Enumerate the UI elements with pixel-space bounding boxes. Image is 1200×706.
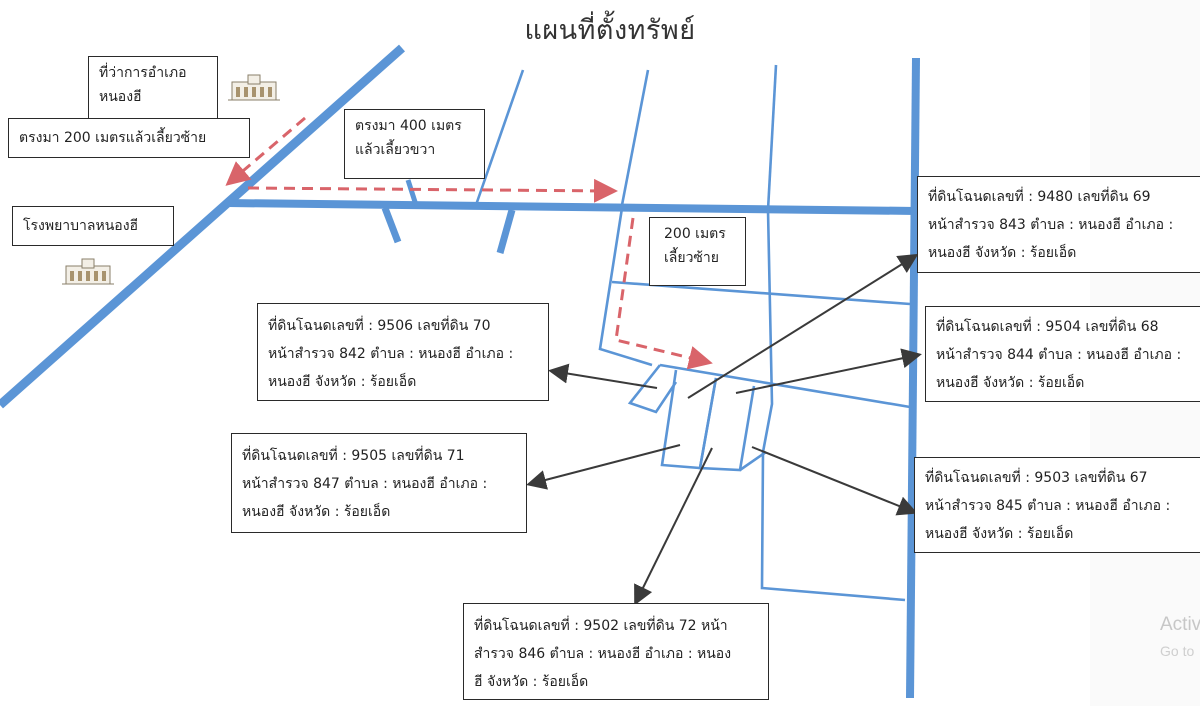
parcel-line: ที่ดินโฉนดเลขที่ : 9506 เลขที่ดิน 70 [268,318,491,334]
parcel-line: หนองฮี จังหวัด : ร้อยเอ็ด [928,245,1077,261]
parcel-9504: ที่ดินโฉนดเลขที่ : 9504 เลขที่ดิน 68 หน้… [925,306,1200,402]
pointer-9503 [751,446,918,516]
label-line: ตรงมา 400 เมตร [355,118,462,134]
road-thin-5 [760,209,906,602]
label-line: 200 เมตร [664,226,726,242]
pointer-9480 [687,253,919,399]
pointer-9504 [735,348,922,394]
label-straight-200: ตรงมา 200 เมตรแล้วเลี้ยวซ้าย [8,118,250,158]
route-seg-2 [247,178,618,203]
map-title: แผนที่ตั้งทรัพย์ [524,15,696,46]
parcel-line: หน้าสำรวจ 843 ตำบล : หนองฮี อำเภอ : [928,217,1174,233]
parcel-line: ที่ดินโฉนดเลขที่ : 9503 เลขที่ดิน 67 [925,470,1148,486]
watermark-line: Activ [1160,614,1200,635]
road-spur-1 [381,206,402,244]
roads [0,44,920,699]
activation-watermark: Activ Go to [1160,612,1200,664]
parcel-line: หน้าสำรวจ 847 ตำบล : หนองฮี อำเภอ : [242,476,488,492]
label-line: ที่ว่าการอำเภอ [99,65,187,81]
lot-parcel-c [698,377,756,472]
parcel-9503: ที่ดินโฉนดเลขที่ : 9503 เลขที่ดิน 67 หน้… [914,457,1200,553]
road-stub-top [405,179,419,206]
parcel-line: ที่ดินโฉนดเลขที่ : 9504 เลขที่ดิน 68 [936,319,1159,335]
label-hospital: โรงพยาบาลหนองฮี [12,206,174,246]
road-spur-2 [496,209,516,254]
label-district-office: ที่ว่าการอำเภอ หนองฮี [88,56,218,120]
parcel-line: สำรวจ 846 ตำบล : หนองฮี อำเภอ : หนอง [474,646,732,662]
road-horizontal-main [227,199,917,215]
parcel-9502: ที่ดินโฉนดเลขที่ : 9502 เลขที่ดิน 72 หน้… [463,603,769,700]
road-vertical-right [906,57,920,699]
road-diagonal-main [0,44,405,409]
parcel-line: หนองฮี จังหวัด : ร้อยเอ็ด [242,504,391,520]
parcel-9506: ที่ดินโฉนดเลขที่ : 9506 เลขที่ดิน 70 หน้… [257,303,549,401]
parcel-line: หนองฮี จังหวัด : ร้อยเอ็ด [925,526,1074,542]
parcel-line: หน้าสำรวจ 844 ตำบล : หนองฮี อำเภอ : [936,347,1182,363]
route-seg-3 [614,217,713,370]
watermark-line: Go to [1160,643,1195,659]
parcel-line: ที่ดินโฉนดเลขที่ : 9502 เลขที่ดิน 72 หน้… [474,618,728,634]
label-line: โรงพยาบาลหนองฮี [23,218,139,234]
parcel-line: ฮี จังหวัด : ร้อยเอ็ด [474,674,589,690]
lot-parcel-a [627,364,678,414]
building-icon [62,258,114,285]
parcel-9480: ที่ดินโฉนดเลขที่ : 9480 เลขที่ดิน 69 หน้… [917,176,1200,273]
building-icon [228,74,280,101]
label-200-meters: 200 เมตร เลี้ยวซ้าย [649,217,746,286]
label-line: หนองฮี [99,89,142,105]
route-path [225,116,713,370]
road-thin-4 [598,207,653,367]
label-line: เลี้ยวซ้าย [664,250,719,266]
pointer-9505 [526,444,681,490]
lot-line-h2 [659,363,911,409]
parcel-line: หนองฮี จังหวัด : ร้อยเอ็ด [268,374,417,390]
route-seg-1 [225,116,306,186]
road-thin-2 [620,69,650,206]
parcel-line: ที่ดินโฉนดเลขที่ : 9480 เลขที่ดิน 69 [928,189,1151,205]
pointer-arrows [526,253,922,606]
parcel-line: หนองฮี จังหวัด : ร้อยเอ็ด [936,375,1085,391]
road-thin-1 [474,69,525,206]
label-line: ตรงมา 200 เมตรแล้วเลี้ยวซ้าย [19,130,207,146]
label-line: แล้วเลี้ยวขวา [355,142,436,158]
parcel-9505: ที่ดินโฉนดเลขที่ : 9505 เลขที่ดิน 71 หน้… [231,433,527,533]
pointer-9506 [548,363,658,389]
parcel-line: หน้าสำรวจ 845 ตำบล : หนองฮี อำเภอ : [925,498,1171,514]
parcel-line: หน้าสำรวจ 842 ตำบล : หนองฮี อำเภอ : [268,346,514,362]
label-straight-400: ตรงมา 400 เมตร แล้วเลี้ยวขวา [344,109,485,179]
lot-line-h3 [739,450,767,472]
parcel-line: ที่ดินโฉนดเลขที่ : 9505 เลขที่ดิน 71 [242,448,465,464]
road-thin-3 [766,64,778,211]
pointer-9502 [634,447,713,606]
